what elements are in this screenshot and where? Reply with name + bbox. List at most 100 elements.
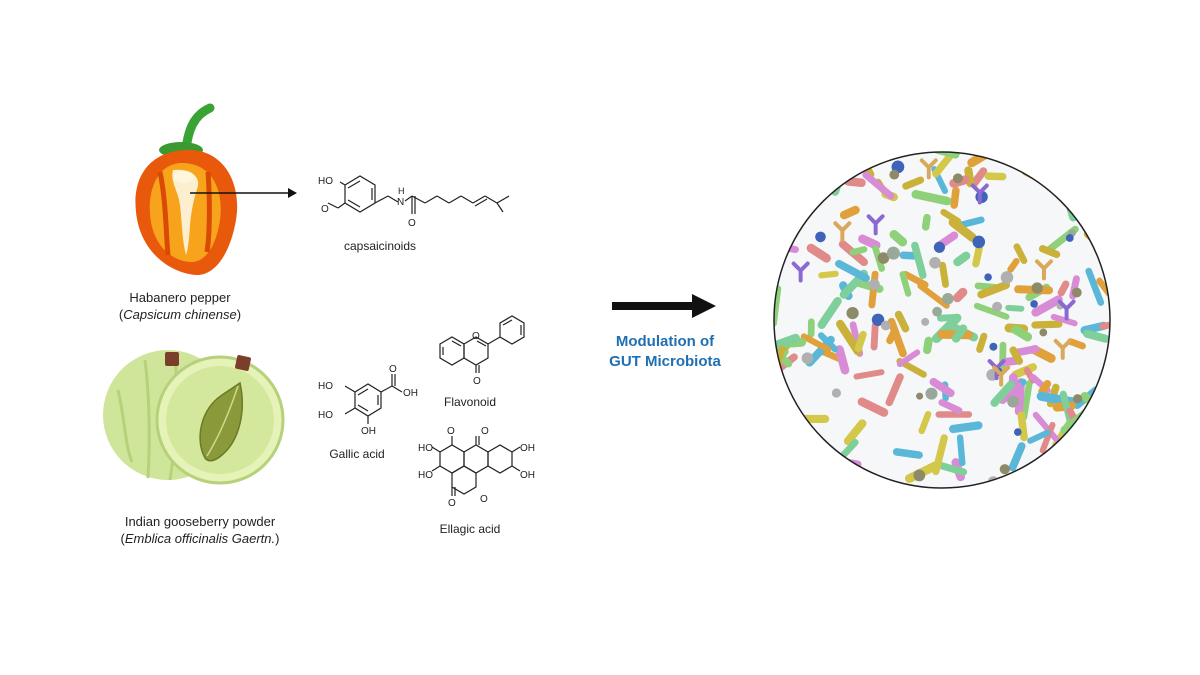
rod-bacterium — [862, 171, 895, 200]
ellagic-ring-o-2-label: O — [480, 494, 488, 505]
coccus-bacterium — [942, 293, 954, 305]
bifid-bacterium — [992, 365, 1011, 387]
rod-bacterium — [892, 448, 923, 459]
rod-bacterium — [911, 241, 927, 279]
gallic-ho-1-label: HO — [318, 381, 333, 392]
coccus-bacterium — [815, 231, 826, 243]
rod-bacterium — [1099, 318, 1110, 330]
habanero-pepper-label: Habanero pepper (Capsicum chinense) — [118, 290, 242, 322]
rod-bacterium — [918, 410, 932, 435]
capsaicinoid-h-label: H — [398, 186, 405, 196]
coccus-bacterium — [886, 246, 900, 260]
coccus-bacterium — [1031, 282, 1043, 294]
coccus-bacterium — [1039, 328, 1048, 337]
coccus-bacterium — [1065, 234, 1074, 242]
gooseberry-latin: Emblica officinalis Gaertn. — [124, 531, 276, 546]
rod-bacterium — [1009, 346, 1024, 365]
rod-bacterium — [935, 461, 968, 476]
rod-bacterium — [854, 330, 867, 352]
rod-bacterium — [843, 419, 867, 446]
capsaicinoid-ho-label: HO — [318, 176, 333, 187]
rod-bacterium — [835, 345, 850, 375]
ellagic-acid-label: Ellagic acid — [439, 522, 501, 536]
coccus-bacterium — [1071, 287, 1082, 298]
rod-bacterium — [807, 318, 815, 338]
coccus-bacterium — [1000, 271, 1014, 284]
gooseberry-illustration — [103, 350, 285, 485]
rod-bacterium — [899, 271, 912, 297]
rod-bacterium — [1008, 442, 1026, 472]
gallic-acid-oh-label: OH — [403, 388, 418, 399]
coccus-bacterium — [846, 307, 859, 320]
rod-bacterium — [977, 280, 1011, 299]
habanero-pepper-illustration — [135, 103, 238, 276]
gooseberry-label: Indian gooseberry powder (Emblica offici… — [120, 514, 280, 546]
flavonoid-ring-o-label: O — [472, 331, 480, 342]
rod-bacterium — [1005, 304, 1025, 312]
rod-bacterium — [921, 213, 931, 231]
coccus-bacterium — [889, 169, 900, 180]
rod-bacterium — [902, 176, 925, 190]
rod-bacterium — [1027, 429, 1051, 444]
capsaicinoids-structure — [327, 175, 510, 214]
bifid-bacterium — [919, 158, 938, 180]
bifid-bacterium — [1057, 299, 1076, 321]
gallic-ho-2-label: HO — [318, 410, 333, 421]
rod-bacterium — [959, 216, 985, 228]
rod-bacterium — [917, 282, 950, 309]
rod-bacterium — [817, 296, 842, 329]
coccus-bacterium — [913, 469, 926, 482]
coccus-bacterium — [989, 342, 998, 351]
rod-bacterium — [887, 317, 907, 358]
rod-bacterium — [885, 373, 904, 407]
coccus-bacterium — [916, 392, 924, 400]
bifid-bacterium — [970, 183, 989, 205]
coccus-bacterium — [952, 173, 963, 184]
rod-bacterium — [953, 251, 971, 267]
rod-bacterium — [894, 310, 910, 333]
rod-bacterium — [1057, 280, 1070, 297]
coccus-bacterium — [972, 235, 986, 249]
rod-bacterium — [1038, 380, 1052, 396]
rod-bacterium — [853, 369, 885, 380]
coccus-bacterium — [1007, 395, 1019, 408]
ellagic-acid-structure — [431, 436, 521, 496]
coccus-bacterium — [929, 257, 941, 269]
ellagic-oh-2-label: OH — [520, 470, 535, 481]
rod-bacterium — [956, 434, 966, 467]
coccus-bacterium — [992, 301, 1003, 312]
rod-bacterium — [1050, 313, 1078, 327]
rod-bacterium — [1020, 380, 1033, 421]
rod-bacterium — [935, 411, 973, 418]
gallic-carbonyl-o-label: O — [389, 364, 397, 375]
rod-bacterium — [870, 321, 879, 351]
rod-bacterium — [938, 399, 963, 414]
coccus-bacterium — [999, 464, 1010, 475]
rod-bacterium — [932, 434, 948, 476]
flavonoid-structure — [439, 315, 525, 373]
gooseberry-name: Indian gooseberry powder — [124, 514, 276, 529]
coccus-bacterium — [921, 317, 930, 326]
rod-bacterium — [1013, 243, 1028, 265]
ellagic-ho-1-label: HO — [418, 443, 433, 454]
bifid-bacterium — [1053, 338, 1072, 360]
rod-bacterium — [939, 261, 950, 288]
rod-bacterium — [818, 270, 839, 279]
rod-bacterium — [948, 217, 977, 242]
rod-bacterium — [1038, 245, 1061, 259]
coccus-bacterium — [877, 252, 890, 264]
coccus-bacterium — [880, 320, 891, 331]
modulation-line-2: GUT Microbiota — [609, 353, 721, 370]
rod-bacterium — [774, 285, 782, 327]
rod-bacterium — [990, 380, 1015, 407]
coccus-bacterium — [925, 387, 938, 400]
rod-bacterium — [849, 246, 868, 256]
bifid-bacterium — [1034, 259, 1053, 281]
rod-bacterium — [800, 333, 832, 353]
rod-bacterium — [940, 208, 962, 225]
gallic-acid-structure — [344, 374, 403, 424]
coccus-bacterium — [801, 352, 814, 365]
habanero-pepper-name: Habanero pepper — [129, 290, 231, 305]
modulation-line-1: Modulation of — [615, 333, 715, 350]
rod-bacterium — [932, 153, 954, 178]
